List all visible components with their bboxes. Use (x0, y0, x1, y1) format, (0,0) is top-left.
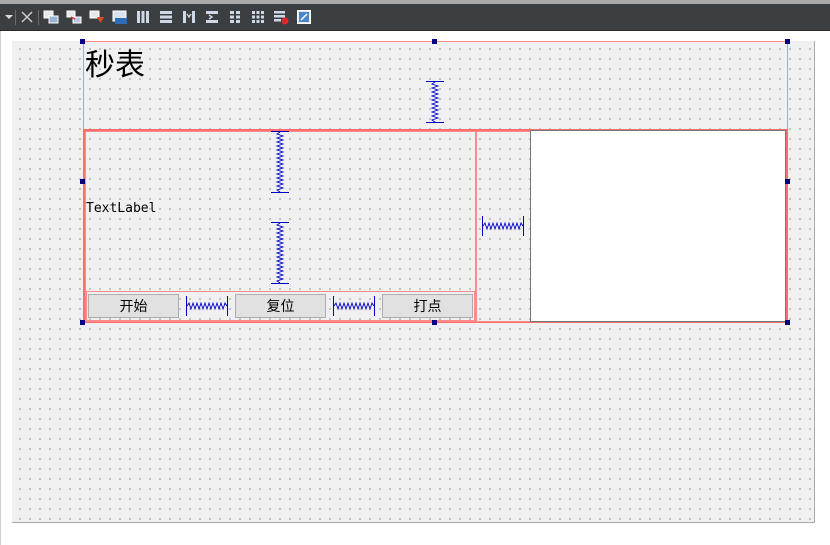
layout-horizontal-splitter-icon[interactable] (181, 9, 197, 25)
button-spacer-1[interactable] (186, 296, 228, 316)
break-layout-icon[interactable] (273, 9, 289, 25)
selection-handle-top[interactable] (432, 39, 437, 44)
window-top-border (0, 0, 830, 4)
layout-vertical-icon[interactable] (158, 9, 174, 25)
title-vertical-spacer[interactable] (426, 81, 444, 123)
selection-handle-left[interactable] (80, 179, 85, 184)
edit-buddies-icon[interactable] (89, 9, 105, 25)
toolbar-separator (15, 10, 16, 25)
layout-horizontal-icon[interactable] (135, 9, 151, 25)
layout-vertical-splitter-icon[interactable] (204, 9, 220, 25)
form-editor-toolbar (0, 4, 830, 31)
button-row-layout-outline (86, 291, 475, 321)
lower-vertical-spacer[interactable] (271, 222, 289, 284)
selection-handle-top-left[interactable] (80, 39, 85, 44)
close-icon[interactable] (19, 9, 35, 25)
selection-handle-top-right[interactable] (785, 39, 790, 44)
editor-area-edge (0, 31, 1, 545)
lap-button[interactable]: 打点 (382, 294, 473, 318)
edit-widgets-icon[interactable] (43, 9, 59, 25)
layout-form-icon[interactable] (227, 9, 243, 25)
edit-signals-slots-icon[interactable] (66, 9, 82, 25)
selection-handle-bottom[interactable] (432, 320, 437, 325)
selection-handle-bottom-right[interactable] (785, 320, 790, 325)
layout-grid-icon[interactable] (250, 9, 266, 25)
dropdown-arrow-icon[interactable] (2, 9, 18, 25)
title-label[interactable]: 秒表 (85, 48, 145, 83)
selection-handle-right[interactable] (785, 179, 790, 184)
selection-handle-bottom-left[interactable] (80, 320, 85, 325)
button-spacer-2[interactable] (333, 296, 375, 316)
reset-button[interactable]: 复位 (235, 294, 326, 318)
start-button[interactable]: 开始 (88, 294, 179, 318)
toolbar-separator (38, 10, 39, 25)
edit-tab-order-icon[interactable] (112, 9, 128, 25)
lap-record-list[interactable] (530, 130, 786, 322)
text-label[interactable]: TextLabel (86, 201, 157, 216)
middle-horizontal-spacer[interactable] (482, 216, 524, 236)
upper-vertical-spacer[interactable] (271, 131, 289, 193)
adjust-size-icon[interactable] (296, 9, 312, 25)
